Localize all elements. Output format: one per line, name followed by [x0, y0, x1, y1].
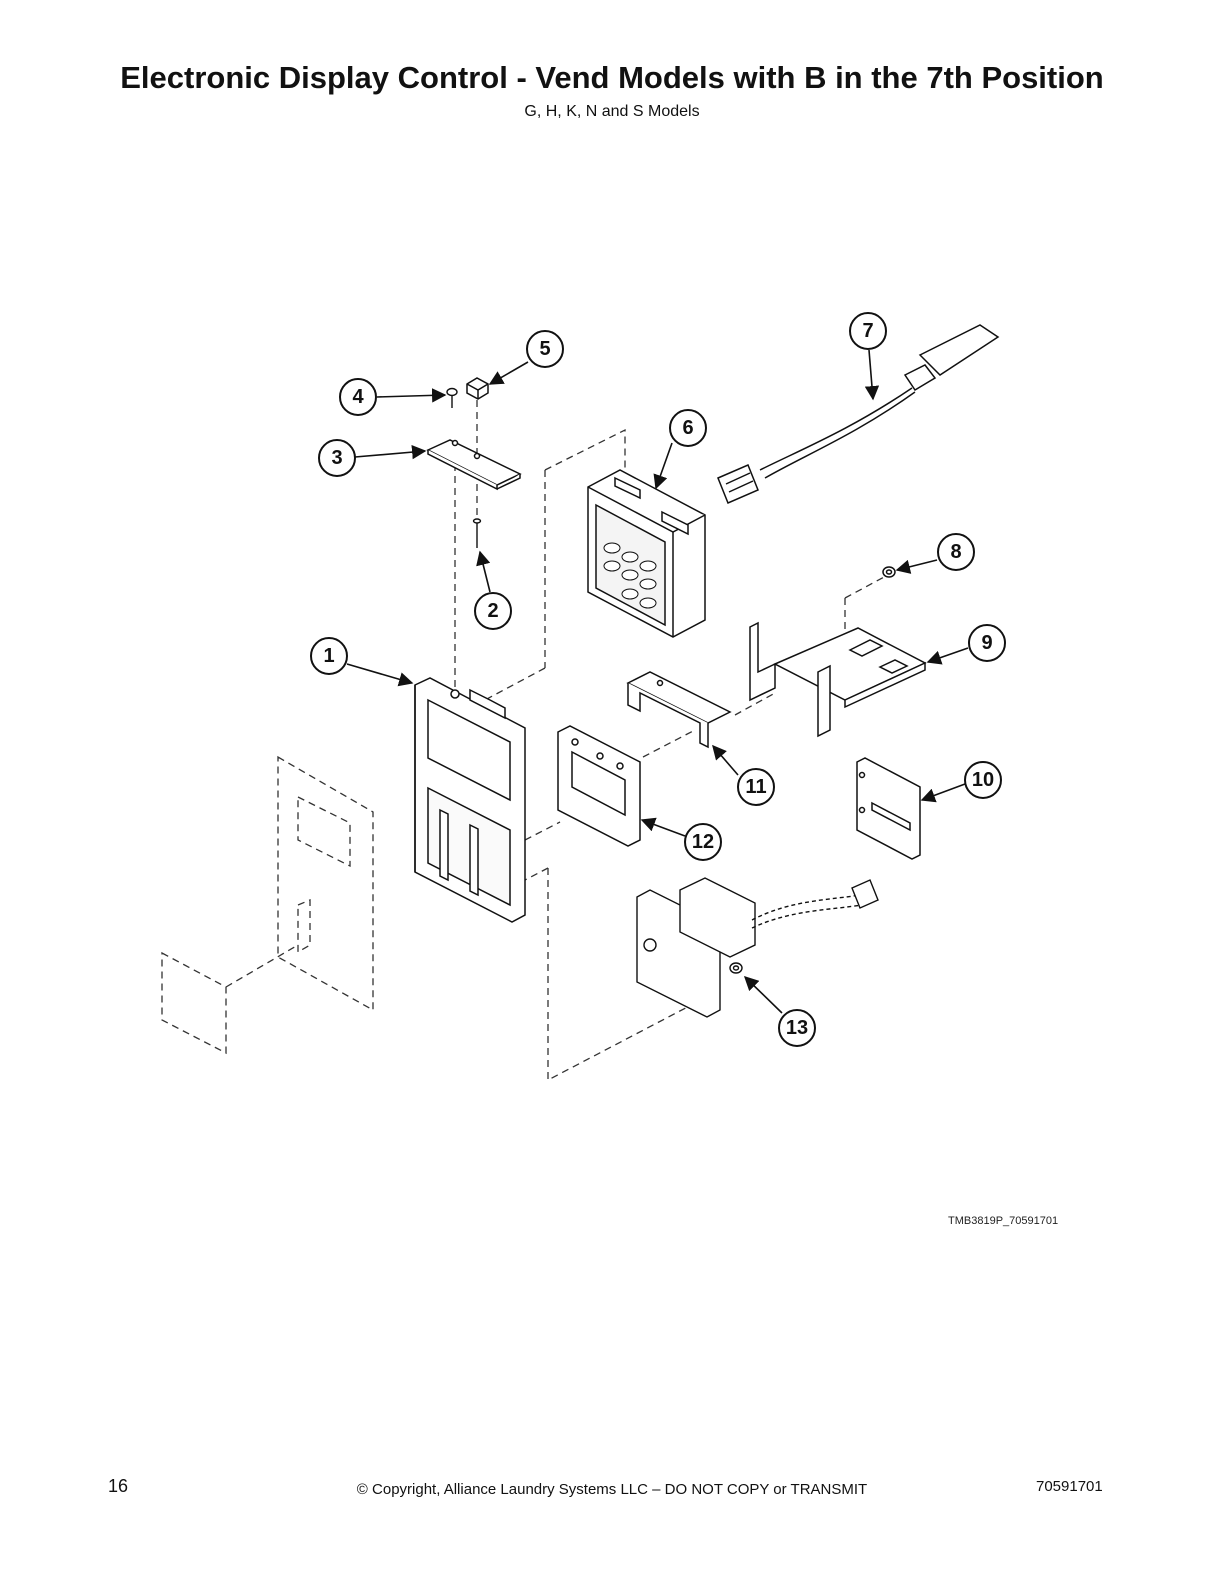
callout-circle-9	[968, 624, 1006, 662]
document-number: 70591701	[1036, 1478, 1103, 1495]
part-5-clip	[466, 377, 489, 400]
page-number: 16	[108, 1476, 129, 1496]
part-12-adapter-plate	[557, 725, 641, 847]
callout-circle-6	[669, 409, 707, 447]
callout-1: 1	[323, 645, 334, 667]
part-3-plate	[426, 439, 522, 491]
part-2-screw	[472, 518, 482, 548]
callout-2: 2	[487, 600, 498, 622]
callout-circles	[310, 312, 1006, 1047]
callout-circle-7	[849, 312, 887, 350]
part-13-coin-mechanism	[636, 877, 879, 1018]
callout-circle-3	[318, 439, 356, 477]
callout-circle-5	[526, 330, 564, 368]
callout-circle-11	[737, 768, 775, 806]
callout-8: 8	[950, 541, 961, 563]
page-title: Electronic Display Control - Vend Models…	[120, 60, 1104, 95]
callout-circle-4	[339, 378, 377, 416]
part-4-screw	[446, 387, 458, 408]
copyright-notice: © Copyright, Alliance Laundry Systems LL…	[356, 1481, 868, 1498]
page-subtitle: G, H, K, N and S Models	[524, 103, 700, 120]
callout-4: 4	[352, 386, 364, 408]
callout-10: 10	[972, 769, 994, 791]
figure-id: TMB3819P_70591701	[948, 1215, 1059, 1227]
callout-circle-13	[778, 1009, 816, 1047]
part-9-bracket	[749, 621, 927, 738]
dashed-guide-lines	[161, 400, 887, 1082]
callout-6: 6	[682, 417, 693, 439]
callout-5: 5	[539, 338, 550, 360]
part-11-bracket	[626, 671, 732, 749]
callout-circle-2	[474, 592, 512, 630]
callout-13: 13	[786, 1017, 808, 1039]
callout-3: 3	[331, 447, 342, 469]
part-8-nut	[882, 566, 896, 578]
callout-11: 11	[745, 776, 766, 798]
part-6-display-control	[587, 469, 706, 638]
callout-circle-10	[964, 761, 1002, 799]
callout-circle-12	[684, 823, 722, 861]
part-10-plate	[856, 757, 921, 860]
callout-12: 12	[692, 831, 714, 853]
callout-circle-8	[937, 533, 975, 571]
part-1-mounting-bracket	[414, 677, 526, 923]
callout-9: 9	[981, 632, 992, 654]
callout-circle-1	[310, 637, 348, 675]
part-7-wire-harness	[717, 324, 1000, 504]
callout-leaders	[346, 349, 969, 1014]
callout-7: 7	[862, 320, 873, 342]
